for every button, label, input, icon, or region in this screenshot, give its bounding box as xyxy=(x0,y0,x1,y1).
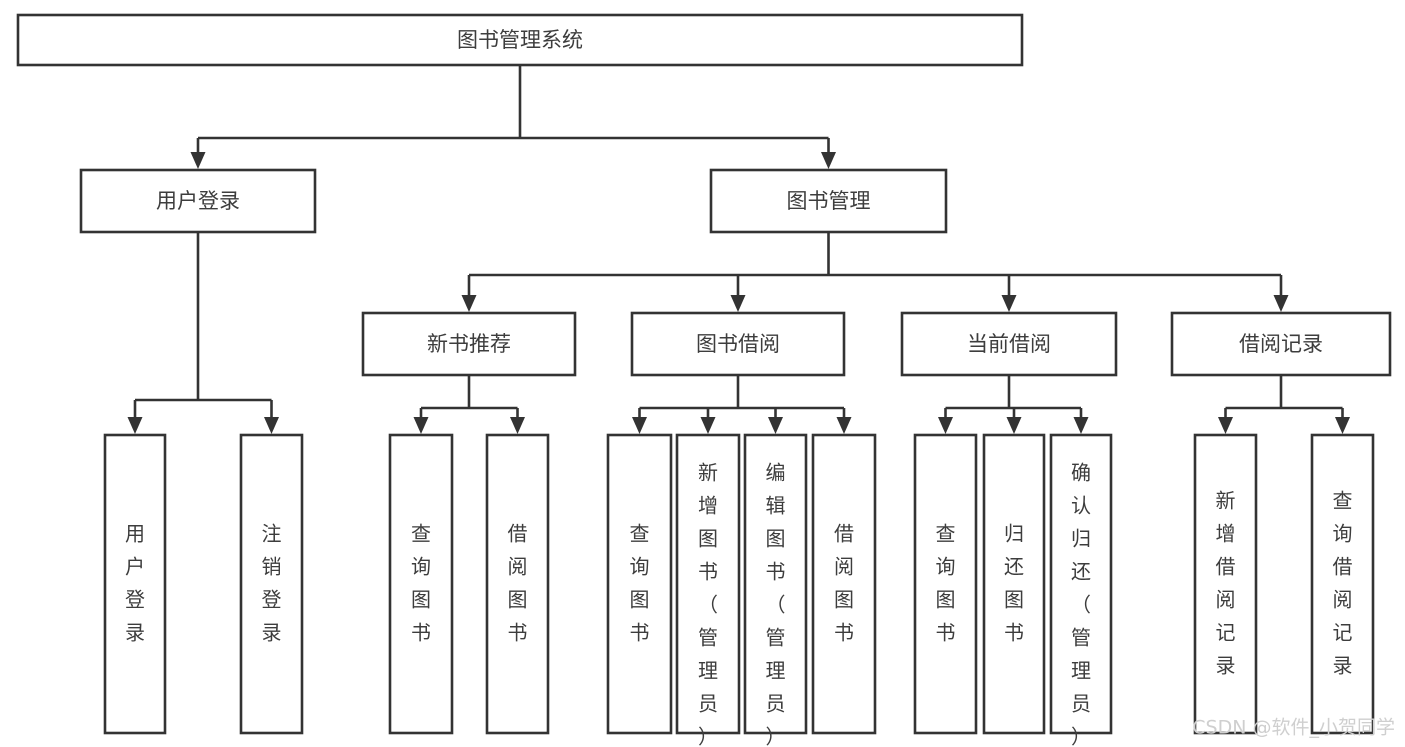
node-n-borrow[interactable]: 图书借阅 xyxy=(630,311,846,377)
connector-group-n-login xyxy=(127,232,279,434)
connector-group-root xyxy=(190,65,836,169)
node-box-n-login[interactable] xyxy=(79,168,317,234)
node-box-n-book[interactable] xyxy=(709,168,948,234)
node-l6[interactable]: 新增图书（管理员） xyxy=(675,433,741,747)
node-l2[interactable]: 注销登录 xyxy=(239,433,304,735)
watermark-layer: CSDN @软件_小贺同学 xyxy=(1192,717,1395,739)
connector-layer xyxy=(127,65,1350,434)
connector-group-n-borrow xyxy=(632,375,852,434)
node-box-n-log[interactable] xyxy=(1170,311,1392,377)
node-l7[interactable]: 编辑图书（管理员） xyxy=(743,433,808,747)
node-label-l12: 新增借阅记录 xyxy=(1216,488,1236,677)
node-l9[interactable]: 查询图书 xyxy=(913,433,978,735)
node-box-n-rec[interactable] xyxy=(361,311,577,377)
node-l10[interactable]: 归还图书 xyxy=(982,433,1046,735)
node-l13[interactable]: 查询借阅记录 xyxy=(1310,433,1375,735)
node-label-n-cur: 当前借阅 xyxy=(967,332,1051,356)
node-root[interactable]: 图书管理系统 xyxy=(16,13,1024,67)
connector-group-n-book xyxy=(461,232,1289,312)
node-label-l6: 新增图书（管理员） xyxy=(698,460,718,747)
node-label-n-log: 借阅记录 xyxy=(1239,332,1323,356)
node-box-l8[interactable] xyxy=(811,433,877,735)
node-box-l13[interactable] xyxy=(1310,433,1375,735)
node-box-l2[interactable] xyxy=(239,433,304,735)
node-n-log[interactable]: 借阅记录 xyxy=(1170,311,1392,377)
node-label-root: 图书管理系统 xyxy=(457,28,583,52)
node-n-login[interactable]: 用户登录 xyxy=(79,168,317,234)
node-box-l3[interactable] xyxy=(388,433,454,735)
connector-group-n-rec xyxy=(413,375,525,434)
node-n-book[interactable]: 图书管理 xyxy=(709,168,948,234)
node-l5[interactable]: 查询图书 xyxy=(606,433,673,735)
node-label-l4: 借阅图书 xyxy=(508,521,528,644)
node-layer: 图书管理系统用户登录图书管理新书推荐图书借阅当前借阅借阅记录用户登录注销登录查询… xyxy=(16,13,1392,747)
connector-group-n-cur xyxy=(938,375,1089,434)
node-n-rec[interactable]: 新书推荐 xyxy=(361,311,577,377)
node-box-l6[interactable] xyxy=(675,433,741,735)
node-box-l9[interactable] xyxy=(913,433,978,735)
connector-group-n-log xyxy=(1218,375,1350,434)
node-l4[interactable]: 借阅图书 xyxy=(485,433,550,735)
node-box-n-cur[interactable] xyxy=(900,311,1118,377)
node-box-l11[interactable] xyxy=(1049,433,1113,735)
node-l12[interactable]: 新增借阅记录 xyxy=(1193,433,1258,735)
node-l3[interactable]: 查询图书 xyxy=(388,433,454,735)
node-l8[interactable]: 借阅图书 xyxy=(811,433,877,735)
node-label-l9: 查询图书 xyxy=(936,521,956,644)
node-box-root[interactable] xyxy=(16,13,1024,67)
node-label-l11: 确认归还（管理员） xyxy=(1071,460,1091,747)
node-label-l13: 查询借阅记录 xyxy=(1333,488,1353,677)
node-box-l5[interactable] xyxy=(606,433,673,735)
node-label-n-login: 用户登录 xyxy=(156,189,240,213)
node-label-n-rec: 新书推荐 xyxy=(427,332,511,356)
node-l11[interactable]: 确认归还（管理员） xyxy=(1049,433,1113,747)
csdn-watermark: CSDN @软件_小贺同学 xyxy=(1192,717,1395,739)
node-label-n-book: 图书管理 xyxy=(787,189,871,213)
node-box-n-borrow[interactable] xyxy=(630,311,846,377)
node-box-l7[interactable] xyxy=(743,433,808,735)
node-n-cur[interactable]: 当前借阅 xyxy=(900,311,1118,377)
node-label-l2: 注销登录 xyxy=(262,521,282,644)
node-label-l7: 编辑图书（管理员） xyxy=(766,460,786,747)
node-box-l4[interactable] xyxy=(485,433,550,735)
node-box-l10[interactable] xyxy=(982,433,1046,735)
node-label-l3: 查询图书 xyxy=(411,521,431,644)
node-label-l8: 借阅图书 xyxy=(834,521,854,644)
node-label-l1: 用户登录 xyxy=(125,521,145,644)
node-l1[interactable]: 用户登录 xyxy=(103,433,167,735)
node-box-l1[interactable] xyxy=(103,433,167,735)
node-box-l12[interactable] xyxy=(1193,433,1258,735)
node-label-l5: 查询图书 xyxy=(630,521,650,644)
node-label-l10: 归还图书 xyxy=(1004,521,1024,644)
node-label-n-borrow: 图书借阅 xyxy=(696,332,780,356)
